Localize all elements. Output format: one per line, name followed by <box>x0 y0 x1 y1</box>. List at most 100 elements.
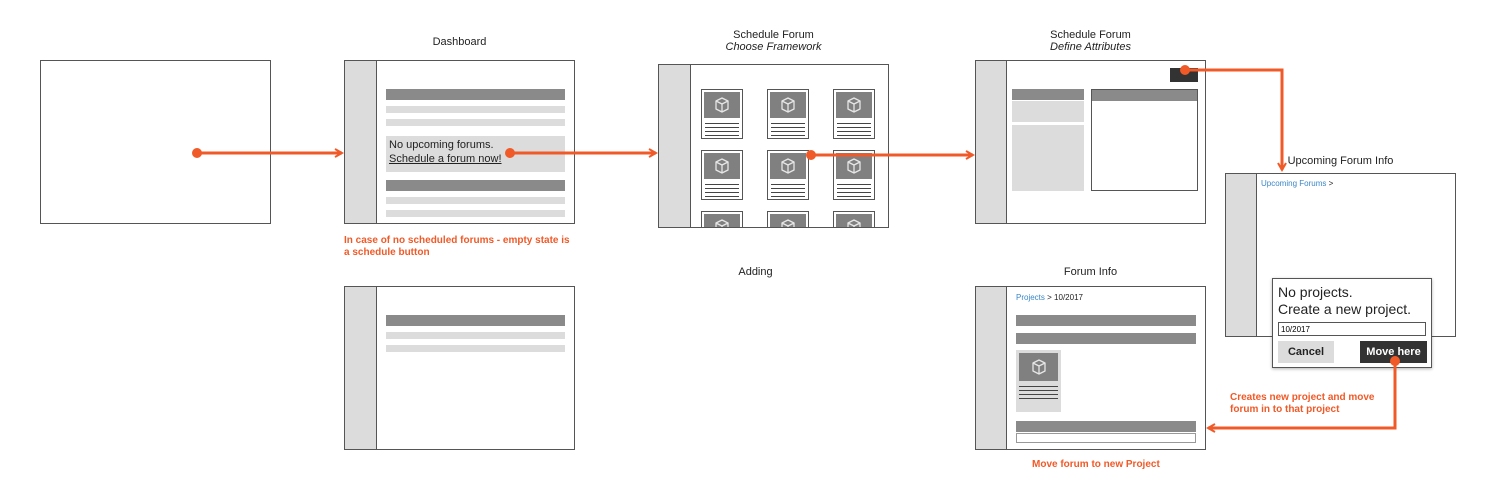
cube-icon <box>781 97 795 113</box>
list-row <box>386 197 565 204</box>
card-line <box>837 184 871 185</box>
right-panel-header <box>1092 90 1197 101</box>
card-line <box>771 196 805 197</box>
card-line <box>705 184 739 185</box>
framework-thumbnail <box>1016 350 1061 412</box>
sidebar <box>976 287 1007 449</box>
define-attributes-title: Schedule Forum Define Attributes <box>975 29 1206 53</box>
framework-card[interactable] <box>701 211 743 227</box>
cancel-button[interactable]: Cancel <box>1278 341 1334 363</box>
card-image <box>770 92 806 118</box>
framework-card[interactable] <box>833 89 875 139</box>
list-row <box>386 106 565 113</box>
framework-card[interactable] <box>701 150 743 200</box>
card-line <box>771 123 805 124</box>
card-line <box>837 196 871 197</box>
cube-icon <box>781 219 795 227</box>
define-attributes-screen <box>975 60 1206 224</box>
framework-card[interactable] <box>767 150 809 200</box>
cube-icon <box>847 158 861 174</box>
note-line: Creates new project and move <box>1230 392 1375 403</box>
card-line <box>837 188 871 189</box>
framework-card[interactable] <box>833 211 875 227</box>
breadcrumb-separator: > <box>1047 293 1052 302</box>
breadcrumb-separator: > <box>1328 179 1334 188</box>
thumb-line <box>1019 394 1058 395</box>
blank-screen <box>40 60 271 224</box>
dialog-line-1: No projects. <box>1278 284 1353 300</box>
card-line <box>837 131 871 132</box>
sidebar <box>976 61 1007 223</box>
list-header <box>386 180 565 191</box>
move-here-button[interactable]: Move here <box>1360 341 1427 363</box>
card-line <box>705 131 739 132</box>
framework-card[interactable] <box>767 211 809 227</box>
dialog-line-2: Create a new project. <box>1278 301 1412 317</box>
card-image <box>770 214 806 227</box>
card-image <box>770 153 806 179</box>
cube-icon <box>715 219 729 227</box>
card-line <box>837 127 871 128</box>
section-header <box>1016 315 1196 326</box>
list-header <box>386 89 565 100</box>
cube-icon <box>715 158 729 174</box>
cube-icon <box>847 97 861 113</box>
card-line <box>837 123 871 124</box>
sidebar <box>345 287 377 449</box>
cube-icon <box>715 97 729 113</box>
card-line <box>771 192 805 193</box>
breadcrumb: Projects > 10/2017 <box>1016 293 1083 302</box>
thumb-line <box>1019 386 1058 387</box>
save-button[interactable] <box>1170 68 1198 82</box>
schedule-forum-link[interactable]: Schedule a forum now! <box>389 153 502 165</box>
card-line <box>705 135 739 136</box>
right-panel <box>1091 89 1198 191</box>
card-line <box>705 196 739 197</box>
sidebar <box>659 65 691 227</box>
breadcrumb-current: 10/2017 <box>1054 293 1083 302</box>
left-panel-header <box>1012 89 1084 100</box>
framework-card[interactable] <box>833 150 875 200</box>
thumbnail-image <box>1019 353 1058 381</box>
card-line <box>705 123 739 124</box>
project-name-input[interactable] <box>1278 322 1426 336</box>
note-line: a schedule button <box>344 247 430 258</box>
card-line <box>837 135 871 136</box>
card-line <box>771 131 805 132</box>
section-header <box>1016 421 1196 432</box>
sidebar <box>1226 174 1257 336</box>
card-image <box>836 214 872 227</box>
card-line <box>771 184 805 185</box>
framework-card[interactable] <box>767 89 809 139</box>
empty-state-note: In case of no scheduled forums - empty s… <box>344 235 570 259</box>
upcoming-forum-title: Upcoming Forum Info <box>1287 155 1394 167</box>
cube-icon <box>1031 359 1046 375</box>
move-forum-note: Move forum to new Project <box>1032 459 1160 470</box>
empty-state-text: No upcoming forums. <box>389 139 494 151</box>
card-line <box>771 135 805 136</box>
sidebar <box>345 61 377 223</box>
breadcrumb: Upcoming Forums > <box>1261 179 1333 188</box>
card-line <box>771 188 805 189</box>
list-row <box>386 332 565 339</box>
creates-project-note: Creates new project and move forum in to… <box>1230 392 1375 416</box>
breadcrumb-link[interactable]: Projects <box>1016 293 1045 302</box>
thumb-line <box>1019 390 1058 391</box>
forum-info-screen: Projects > 10/2017 <box>975 286 1206 450</box>
thumb-line <box>1019 398 1058 399</box>
empty-state-box: No upcoming forums. Schedule a forum now… <box>386 136 565 172</box>
screen-title: Schedule Forum <box>733 29 814 41</box>
card-image <box>704 92 740 118</box>
left-panel-field <box>1012 101 1084 122</box>
new-project-dialog: No projects. Create a new project. Cance… <box>1272 278 1432 368</box>
choose-framework-screen <box>658 64 889 228</box>
card-line <box>771 127 805 128</box>
card-image <box>704 153 740 179</box>
left-panel-field <box>1012 125 1084 191</box>
adding-screen <box>344 286 575 450</box>
framework-card[interactable] <box>701 89 743 139</box>
list-header <box>386 315 565 326</box>
card-image <box>836 153 872 179</box>
card-image <box>704 214 740 227</box>
breadcrumb-link[interactable]: Upcoming Forums <box>1261 179 1327 188</box>
